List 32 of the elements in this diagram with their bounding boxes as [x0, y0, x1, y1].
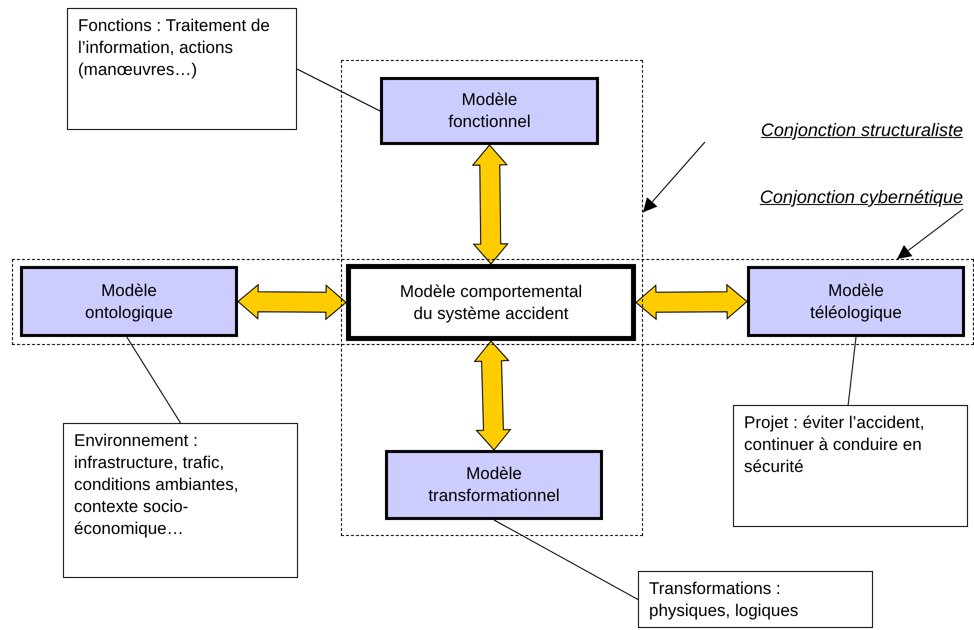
- leader-line: [494, 520, 638, 600]
- box-text: Projet : éviter l’accident, continuer à conduire en sécurité: [744, 412, 926, 478]
- note-box: [67, 8, 297, 130]
- note-box: [63, 423, 298, 578]
- dashed-group-frame: [12, 259, 974, 345]
- arrow: [642, 142, 706, 213]
- leader-line: [296, 68, 380, 112]
- double-block-arrow: [474, 340, 512, 451]
- double-block-arrow: [472, 144, 509, 265]
- box-text: Environnement : infrastructure, trafic, conditions ambiantes, contexte socio-économique…: [74, 430, 240, 540]
- model-box: [380, 77, 599, 145]
- note-box: [638, 571, 873, 628]
- model-box: [20, 266, 238, 337]
- box-text: Fonctions : Traitement de l’information, actions (manœuvres…): [78, 15, 271, 81]
- central-model-box: [346, 264, 636, 341]
- model-box: [747, 266, 965, 337]
- annotation-label: Conjonction structuraliste: [705, 118, 963, 142]
- note-box: [733, 405, 968, 527]
- model-box: [385, 450, 603, 520]
- annotation-label: Conjonction cybernétique: [705, 185, 963, 209]
- leader-line: [848, 336, 856, 406]
- dashed-group-frame: [341, 60, 643, 536]
- box-text: Transformations : physiques, logiques: [649, 578, 800, 622]
- double-block-arrow: [237, 284, 347, 320]
- leader-line: [126, 336, 181, 424]
- box-text: Modèle ontologique: [84, 280, 174, 324]
- box-text: Modèle comportemental du système accident: [398, 280, 584, 324]
- arrow: [896, 208, 964, 260]
- box-text: Modèle transformationnel: [427, 463, 561, 507]
- box-text: Modèle fonctionnel: [447, 89, 532, 133]
- double-block-arrow: [635, 284, 748, 320]
- box-text: Modèle téléologique: [809, 280, 903, 324]
